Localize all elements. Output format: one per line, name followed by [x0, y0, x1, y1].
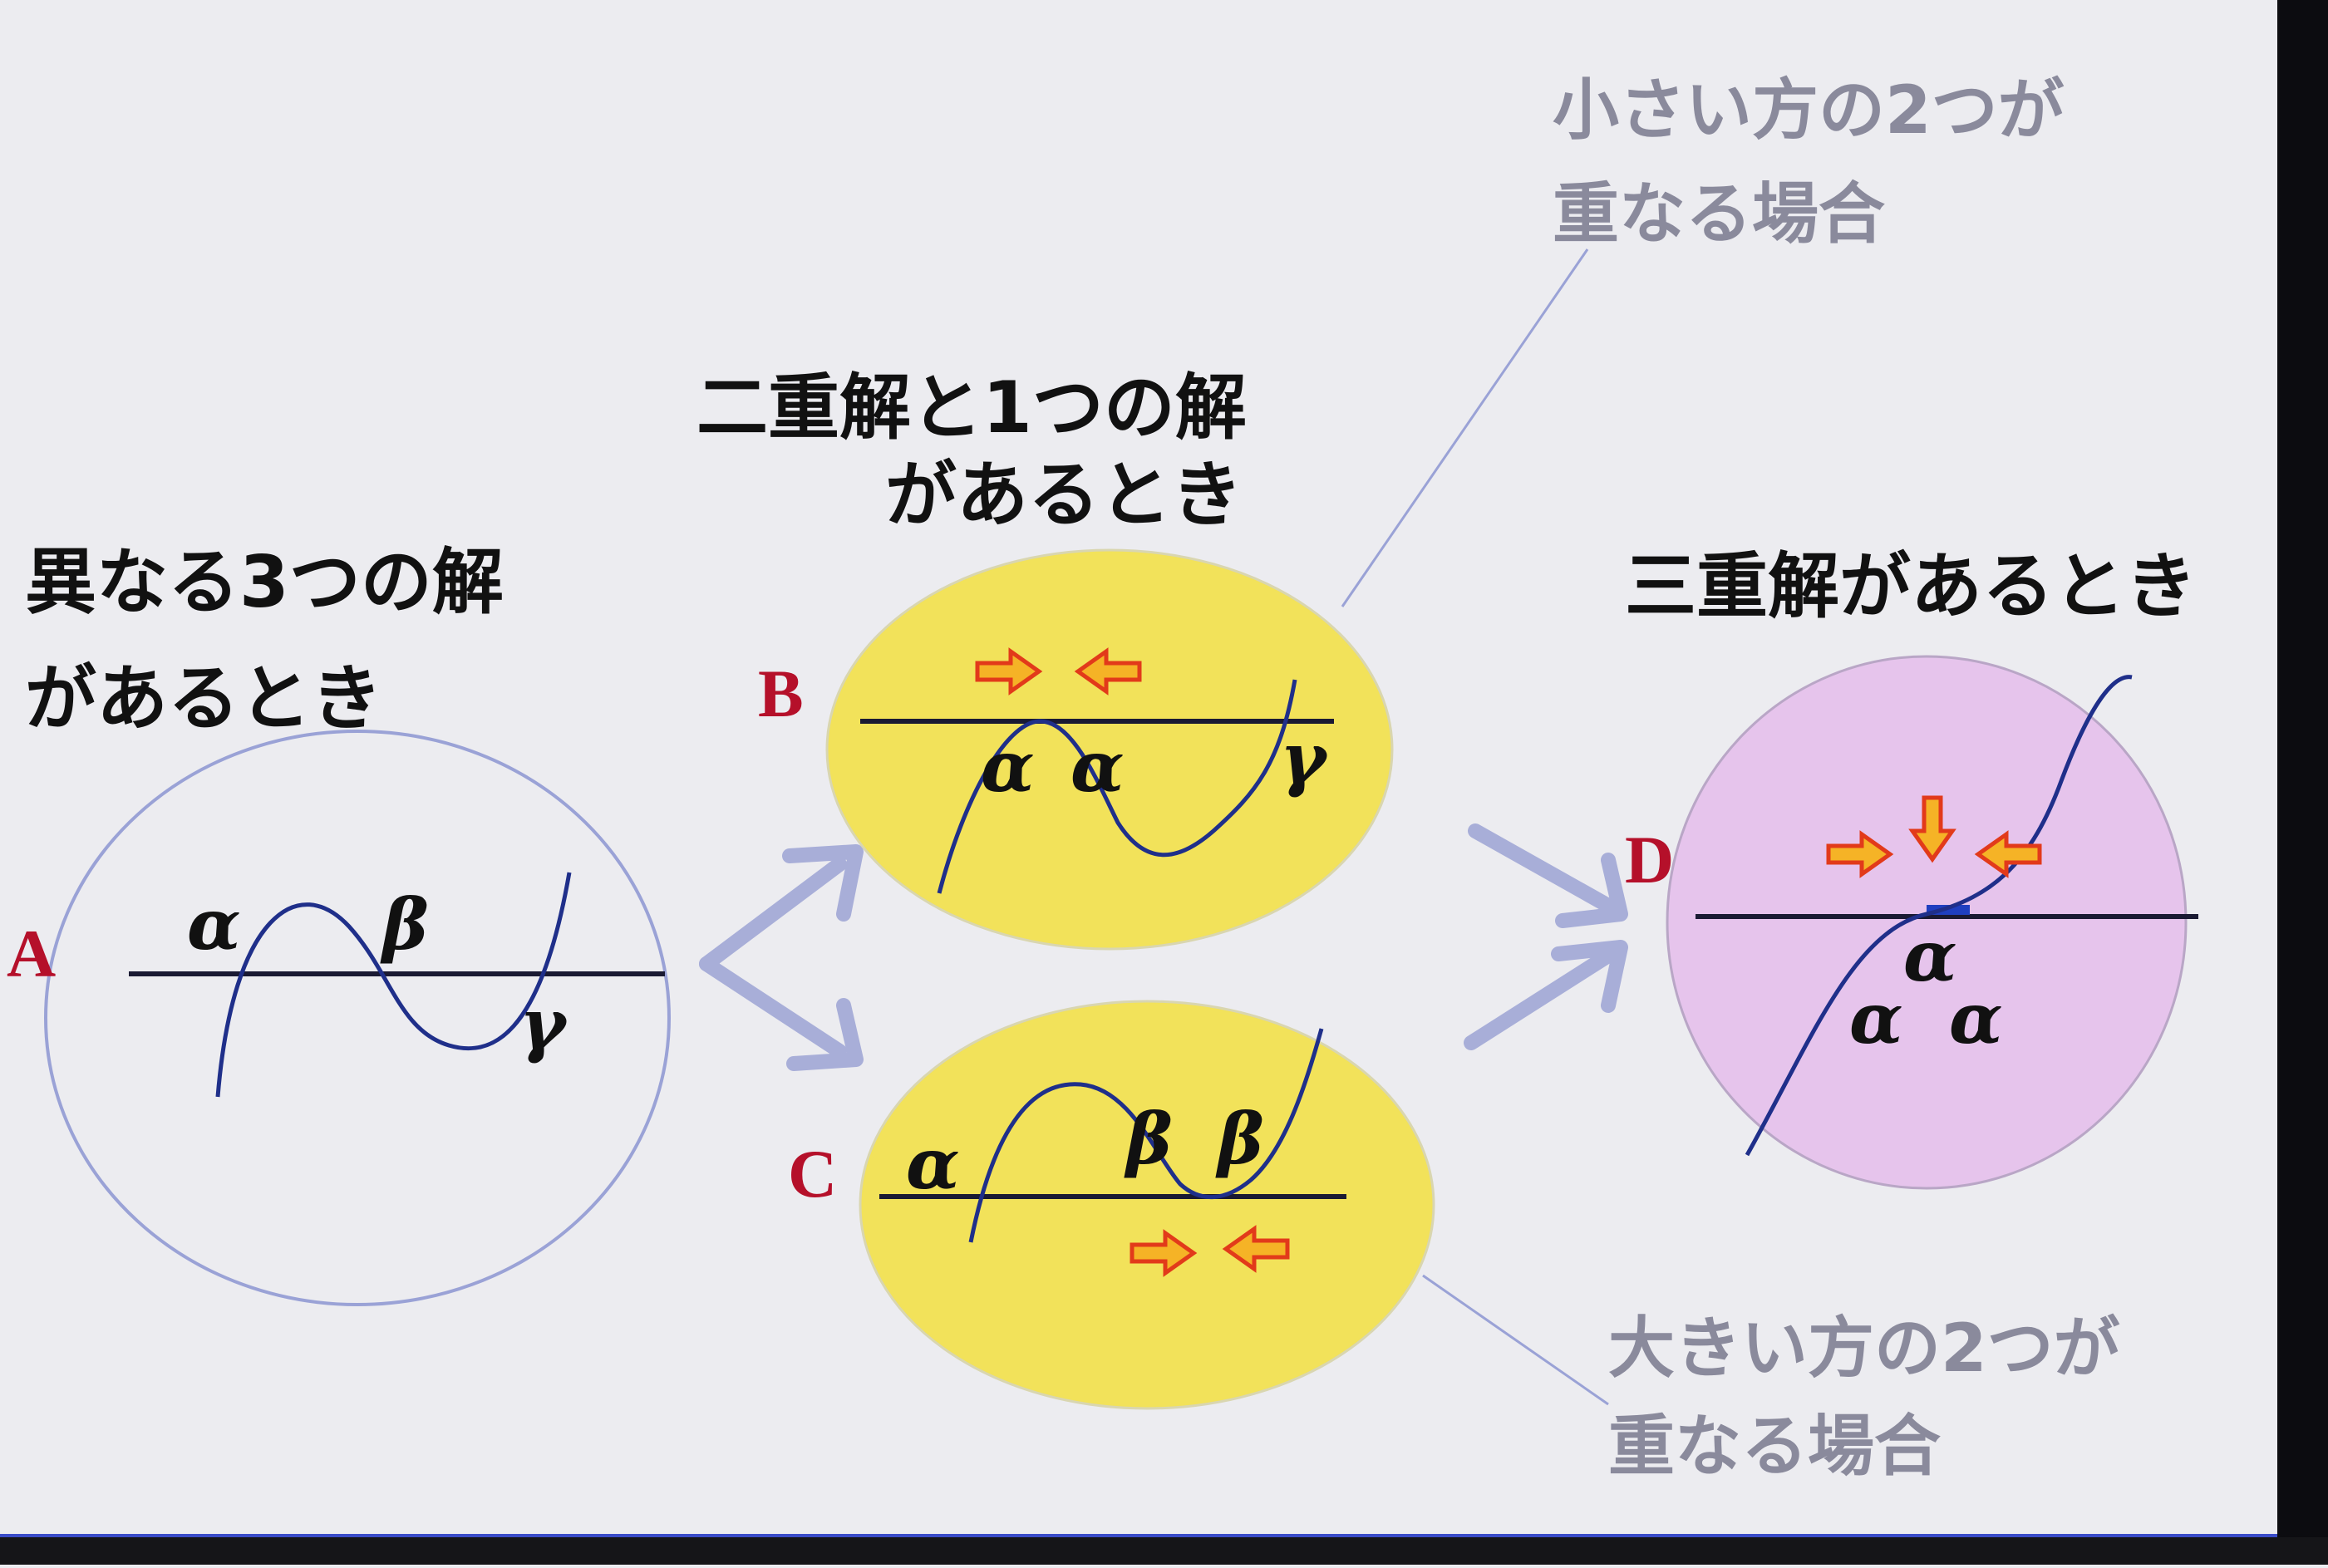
note-large-line1: 大きい方の2つが — [1608, 1310, 2120, 1387]
root-label-a-gamma: γ — [519, 983, 568, 1065]
root-label-c-beta-1: β — [1124, 1098, 1173, 1180]
connector-arrow-a-to-b — [699, 844, 864, 971]
note-small-line2: 重なる場合 — [1553, 175, 1885, 253]
cubic-curve-c — [968, 1028, 1324, 1243]
case-label-b: B — [758, 656, 804, 731]
cubic-curve-b — [937, 679, 1297, 894]
root-label-d-alpha-left: α — [1849, 977, 1903, 1059]
connector-arrow-b-to-d — [1468, 823, 1628, 928]
connector-arrow-c-to-d — [1464, 940, 1628, 1050]
case-label-a: A — [7, 916, 56, 991]
ellipse-c — [859, 1000, 1435, 1410]
heading-bc-line2: があるとき — [885, 454, 1243, 537]
note-large-line2: 重なる場合 — [1608, 1408, 1941, 1485]
heading-a-line2: があるとき — [25, 657, 382, 740]
cubic-curve-a — [215, 872, 572, 1098]
root-label-b-alpha-1: α — [981, 725, 1035, 808]
root-label-b-alpha-2: α — [1070, 725, 1125, 808]
root-label-a-beta: β — [380, 883, 429, 966]
heading-d: 三重解があるとき — [1625, 545, 2197, 628]
root-label-c-alpha: α — [906, 1123, 960, 1205]
note-small-line1: 小さい方の2つが — [1553, 71, 2065, 149]
connector-arrow-a-to-c — [699, 956, 864, 1071]
heading-bc-line1: 二重解と1つの解 — [696, 366, 1247, 450]
leader-line-note-small — [1341, 248, 1589, 607]
root-label-a-alpha: α — [187, 883, 241, 966]
monitor-bezel-bottom — [0, 1537, 2328, 1565]
monitor-bezel-right — [2277, 0, 2328, 1565]
case-label-d: D — [1625, 822, 1674, 897]
root-label-b-gamma: γ — [1280, 717, 1329, 799]
ellipse-b — [825, 548, 1394, 951]
leader-line-note-large — [1422, 1274, 1609, 1406]
case-label-c: C — [788, 1136, 837, 1212]
heading-a-line1: 異なる3つの解 — [25, 541, 504, 624]
root-label-d-alpha-right: α — [1949, 977, 2003, 1059]
cubic-curve-d — [1745, 675, 2133, 1157]
root-label-c-beta-2: β — [1215, 1098, 1264, 1180]
root-label-d-alpha-top: α — [1903, 915, 1957, 997]
ellipse-a — [44, 730, 671, 1306]
